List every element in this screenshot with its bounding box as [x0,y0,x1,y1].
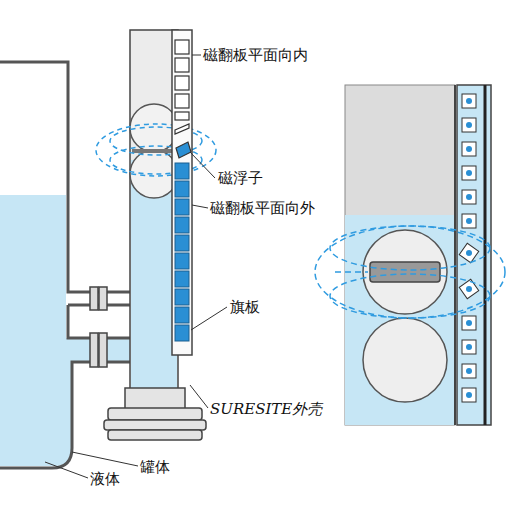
base-flange [104,420,206,430]
flap-white [175,76,189,90]
detail-liquid [345,215,455,425]
pipe-flange [90,333,98,367]
flap-blue [175,307,189,323]
flap-dot [466,98,472,104]
detail-field [330,226,490,270]
flap-dot [466,392,472,398]
tank-wall [0,62,132,292]
flap-dot [466,218,472,224]
flap-dot [466,320,472,326]
detail-float [363,318,447,402]
pipe-flange [90,287,98,310]
detail-flap-turning [459,243,478,262]
flap-blue [175,181,189,197]
detail-flap [462,316,476,330]
flap-turning [176,142,191,158]
detail-flap-dots [466,98,472,398]
detail-flap [462,364,476,378]
flap-dot [466,122,472,128]
flap-blue [175,163,189,179]
flap-white [175,58,189,72]
detail-flap [462,214,476,228]
leader-line [72,452,138,466]
base-flange [125,388,185,410]
flap-blue [175,271,189,287]
float-label: 磁浮子 [218,169,263,187]
flap-blue [175,199,189,215]
detail-field [330,274,490,318]
detail-flap [462,94,476,108]
leader-line [192,55,201,56]
flap-dot [466,368,472,374]
detail-flap-column [457,85,491,425]
detail-flap-turning [459,279,478,298]
flap-blue [175,235,189,251]
part-label: 旗板 [230,298,260,316]
flap-blue [175,253,189,269]
liquid-label: 液体 [90,470,120,488]
flap-dot [466,344,472,350]
detail-chamber [345,85,455,425]
flap-white [175,112,189,120]
detail-flap [462,118,476,132]
flap-label: 磁翻板平面向内 [203,46,308,64]
leader-line [190,385,208,408]
tank-label: 罐体 [140,458,170,476]
flap-dot [466,286,472,292]
leader-line [191,307,227,330]
gauge-chamber [130,30,178,390]
pipe-flange [99,333,107,367]
detail-magnet [370,262,440,282]
flap-white [175,94,189,108]
magnetic-float [130,150,178,198]
flap-dot [466,250,472,256]
detail-flap [462,142,476,156]
detail-wall [454,85,456,425]
flap-blue [175,217,189,233]
flap-dot [466,170,472,176]
flap-white [175,40,189,54]
housing-label: SURESITE外壳 [210,400,322,418]
flap-blue [175,325,189,341]
leader-line [45,462,88,478]
detail-flap [462,166,476,180]
float-magnet [132,149,176,153]
flap-column [172,30,192,355]
detail-float [363,230,447,314]
flap-label: 磁翻板平面向外 [210,199,315,217]
base-flange [108,430,202,440]
flap-dot [466,194,472,200]
detail-field [315,226,505,318]
detail-wall [484,85,487,425]
leader-line [192,205,208,208]
pipe-flange [99,287,107,310]
leader-line [190,152,215,178]
base-flange [108,408,202,420]
detail-flap [462,340,476,354]
detail-flap [462,388,476,402]
detail-flap [462,190,476,204]
flap-dot [466,146,472,152]
detail-flaps [459,94,478,402]
magnetic-field [96,124,216,176]
flap-blue [175,289,189,305]
detail-field [335,271,368,273]
flap-turning [175,124,189,134]
